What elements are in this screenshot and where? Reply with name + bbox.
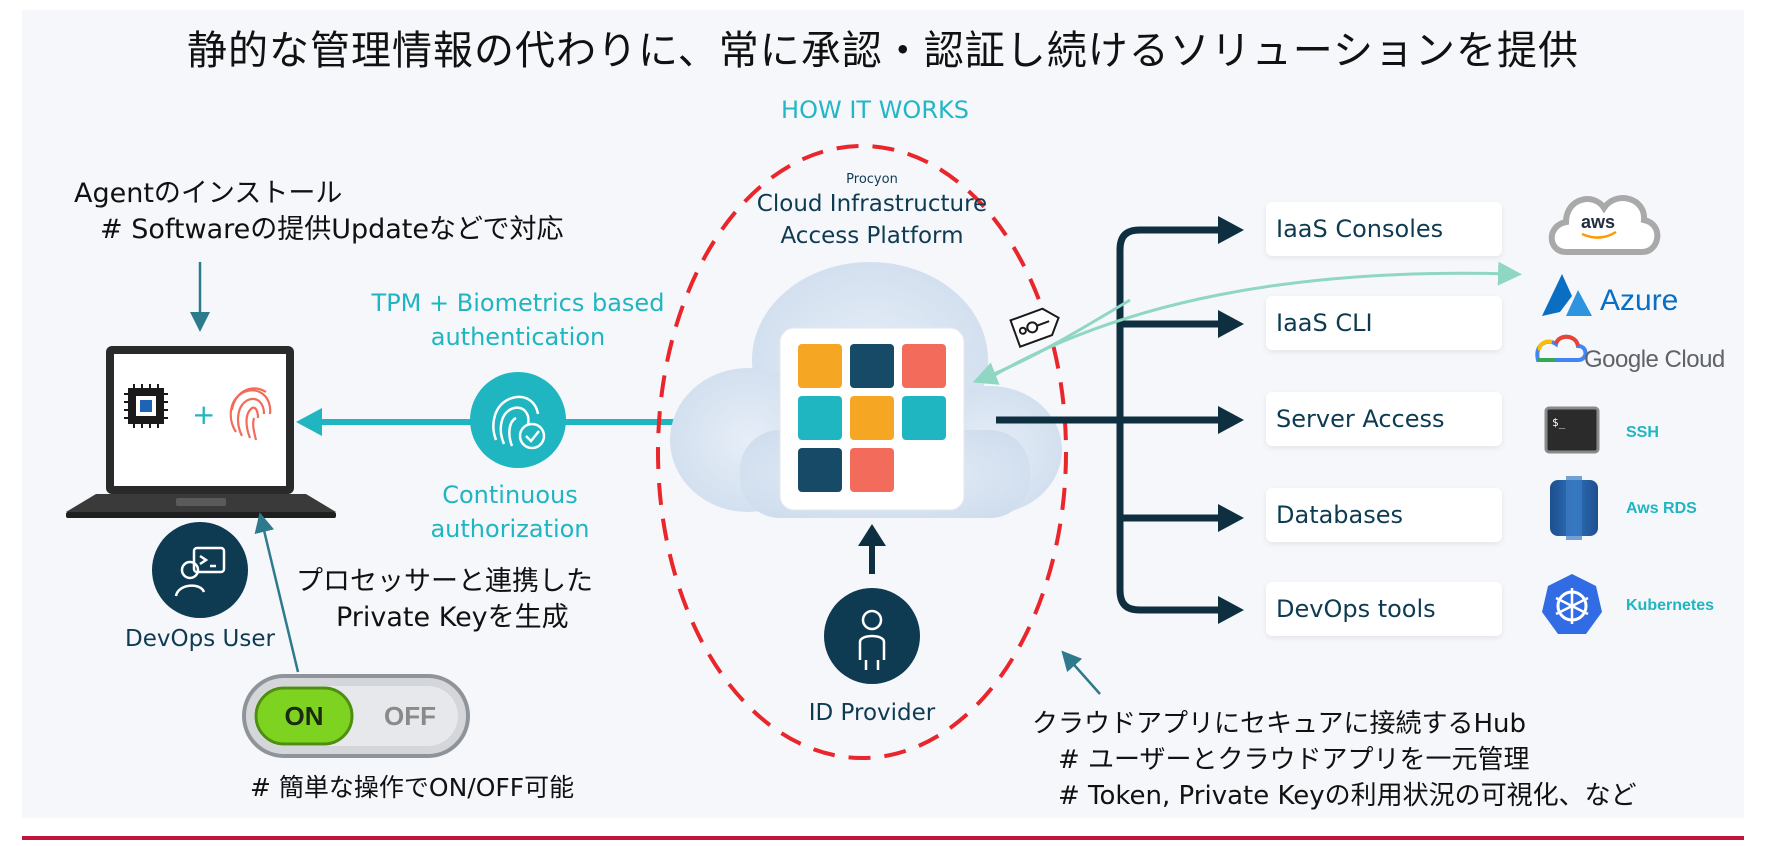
person-icon [858,609,886,670]
idp-arrow-head [858,524,886,546]
google-cloud-logo-icon [1535,334,1588,362]
hub-pointer-arrow [1061,650,1101,695]
toggle-off-label[interactable]: OFF [384,700,436,731]
key-tag-icon [1009,307,1060,348]
aws-cloud-icon [1548,195,1661,255]
hub-note-line2: # ユーザーとクラウドアプリを一元管理 [1058,745,1530,775]
agent-install-line1: Agentのインストール [74,178,343,209]
how-it-works-label: HOW IT WORKS [781,96,969,124]
kubernetes-icon [1542,574,1602,634]
devops-user-label: DevOps User [125,626,275,652]
chip-icon [124,384,168,428]
distribution-arrows [996,226,1224,614]
procyon-app-icon [779,327,965,511]
hub-note-line1: クラウドアプリにセキュアに接続するHub [1032,709,1527,739]
azure-label: Azure [1600,284,1679,317]
auth-label: TPM + Biometrics based authentication [368,286,668,354]
laptop-icon: + [66,346,336,518]
plus-icon: + [192,398,215,431]
aws-rds-label: Aws RDS [1626,500,1697,517]
platform-line1: Cloud Infrastructure [756,191,988,217]
toggle-note: # 簡単な操作でON/OFF可能 [250,773,575,802]
service-iaas-consoles: IaaS Consoles [1266,202,1502,256]
page-title: 静的な管理情報の代わりに、常に承認・認証し続けるソリューションを提供 [187,28,1579,74]
key-note-line1: プロセッサーと連携した [296,566,593,597]
service-iaas-cli: IaaS CLI [1266,296,1502,350]
aws-text: aws [1581,212,1615,232]
platform-boundary [656,144,1068,760]
auth-arrow-left-head [296,408,322,436]
service-server-access: Server Access [1266,392,1502,446]
key-note-line2: Private Keyを生成 [336,602,569,633]
hub-note-line3: # Token, Private Keyの利用状況の可視化、など [1058,781,1637,811]
biometric-badge [470,372,566,468]
platform-brand: Procyon [846,172,898,187]
service-databases: Databases [1266,488,1502,542]
distribution-arrow-heads [1218,216,1244,624]
auth-label-line2: authentication [430,323,606,351]
continuous-label-line2: authorization [430,515,590,543]
continuous-label: Continuous authorization [400,478,620,546]
auth-label-line1: TPM + Biometrics based [371,289,665,317]
azure-logo-icon [1542,274,1592,316]
aws-smile-icon [1581,230,1617,239]
ssh-terminal-icon: $_ [1544,406,1600,454]
fingerprint-icon [229,387,272,441]
svg-text:$_: $_ [1552,416,1566,429]
toggle-arrow [254,512,300,673]
aws-rds-icon [1550,476,1598,540]
bottom-accent-rule [22,836,1744,840]
toggle-on-label[interactable]: ON [284,700,324,731]
ssh-label: SSH [1626,424,1659,441]
id-provider-label: ID Provider [808,700,936,726]
agent-install-line2: # Softwareの提供Updateなどで対応 [100,214,564,245]
on-off-toggle[interactable] [242,674,470,758]
kubernetes-label: Kubernetes [1626,597,1715,614]
google-cloud-label: Google Cloud [1584,346,1725,373]
continuous-label-line1: Continuous [442,481,578,509]
service-devops-tools: DevOps tools [1266,582,1502,636]
fingerprint-check-icon [492,395,546,450]
platform-label: Procyon Cloud Infrastructure Access Plat… [742,172,1002,249]
token-arrow-in [972,298,1131,385]
terminal-user-icon [174,546,226,597]
devops-user-circle [152,522,248,618]
platform-line2: Access Platform [780,223,964,249]
